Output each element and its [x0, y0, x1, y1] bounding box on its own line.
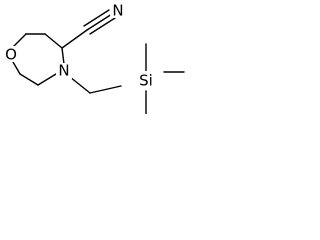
bond-ring-to-nitrile-carbon	[61, 29, 88, 49]
chemical-structure-diagram: O N N Si	[4, 2, 185, 114]
bond-o-c1	[12, 33, 27, 48]
oxygen-label-bg	[4, 46, 18, 62]
bond-n-ch2	[69, 76, 91, 94]
bond-ch2-si	[89, 85, 122, 94]
triple-bond-line-1	[86, 13, 113, 31]
bond-c3-n	[61, 47, 65, 65]
oxygen-atom-label: O	[5, 46, 17, 64]
nitrile-nitrogen-label-bg	[110, 2, 126, 18]
nitrile-nitrogen-atom-label: N	[112, 2, 123, 20]
bond-c2-c3	[44, 33, 63, 49]
ring-nitrogen-label-bg	[56, 63, 72, 79]
triple-bond-line-2	[83, 9, 110, 27]
triple-bond-line-3	[89, 17, 116, 35]
structure-canvas: O N N Si	[0, 0, 186, 114]
silicon-atom-label: Si	[139, 72, 153, 90]
bond-c5-o	[12, 61, 21, 75]
bond-n-c4	[37, 73, 57, 86]
silicon-label-bg	[132, 71, 160, 89]
ring-nitrogen-atom-label: N	[58, 62, 69, 80]
bond-c4-c5	[19, 73, 39, 86]
